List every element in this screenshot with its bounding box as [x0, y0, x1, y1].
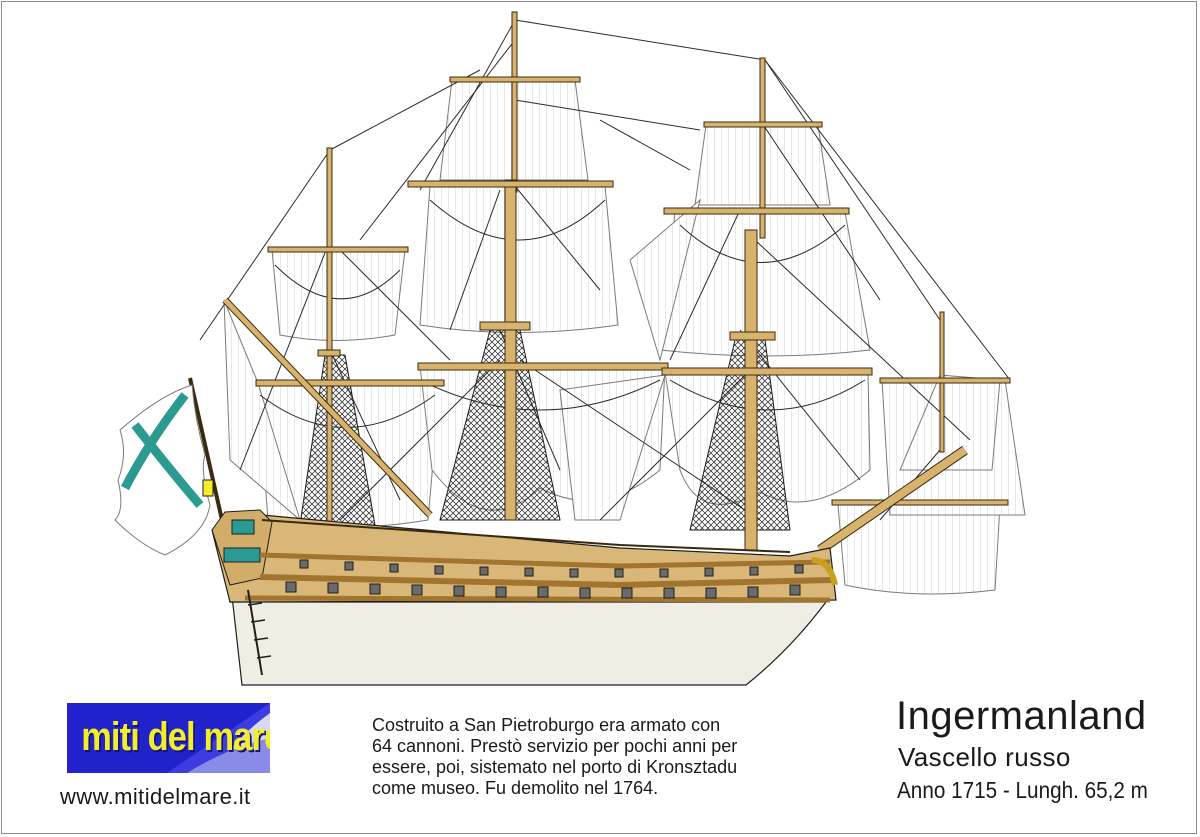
description-line: Costruito a San Pietroburgo era armato c… — [372, 715, 721, 735]
miti-del-mare-logo: miti del mare — [67, 703, 270, 773]
logo-wave-graphic — [167, 703, 270, 773]
mizzen-topsail — [271, 249, 406, 341]
ship-type: Vascello russo — [898, 742, 1071, 772]
hull — [211, 509, 838, 686]
gun-ports — [285, 559, 804, 599]
ship-description: Costruito a San Pietroburgo era armato c… — [372, 715, 812, 799]
ship-name: Ingermanland — [896, 694, 1147, 738]
yards — [255, 76, 1011, 506]
description-line: come museo. Fu demolito nel 1764. — [372, 778, 659, 798]
website-url: www.mitidelmare.it — [60, 784, 251, 809]
staysail-2 — [559, 374, 666, 521]
staysail-1 — [629, 198, 701, 362]
description-line: essere, poi, sistemato nel porto di Kron… — [372, 757, 738, 777]
description-line: 64 cannoni. Prestò servizio per pochi an… — [372, 736, 738, 756]
spritsail — [837, 504, 1001, 595]
ship-illustration — [114, 11, 1026, 686]
ship-specs: Anno 1715 - Lungh. 65,2 m — [897, 777, 1148, 803]
main-topsail — [419, 185, 619, 333]
flag — [114, 377, 224, 556]
logo-text: miti del mare — [81, 715, 270, 759]
fore-topsail — [659, 211, 871, 357]
rigging — [199, 19, 1011, 521]
sails — [223, 79, 1026, 595]
